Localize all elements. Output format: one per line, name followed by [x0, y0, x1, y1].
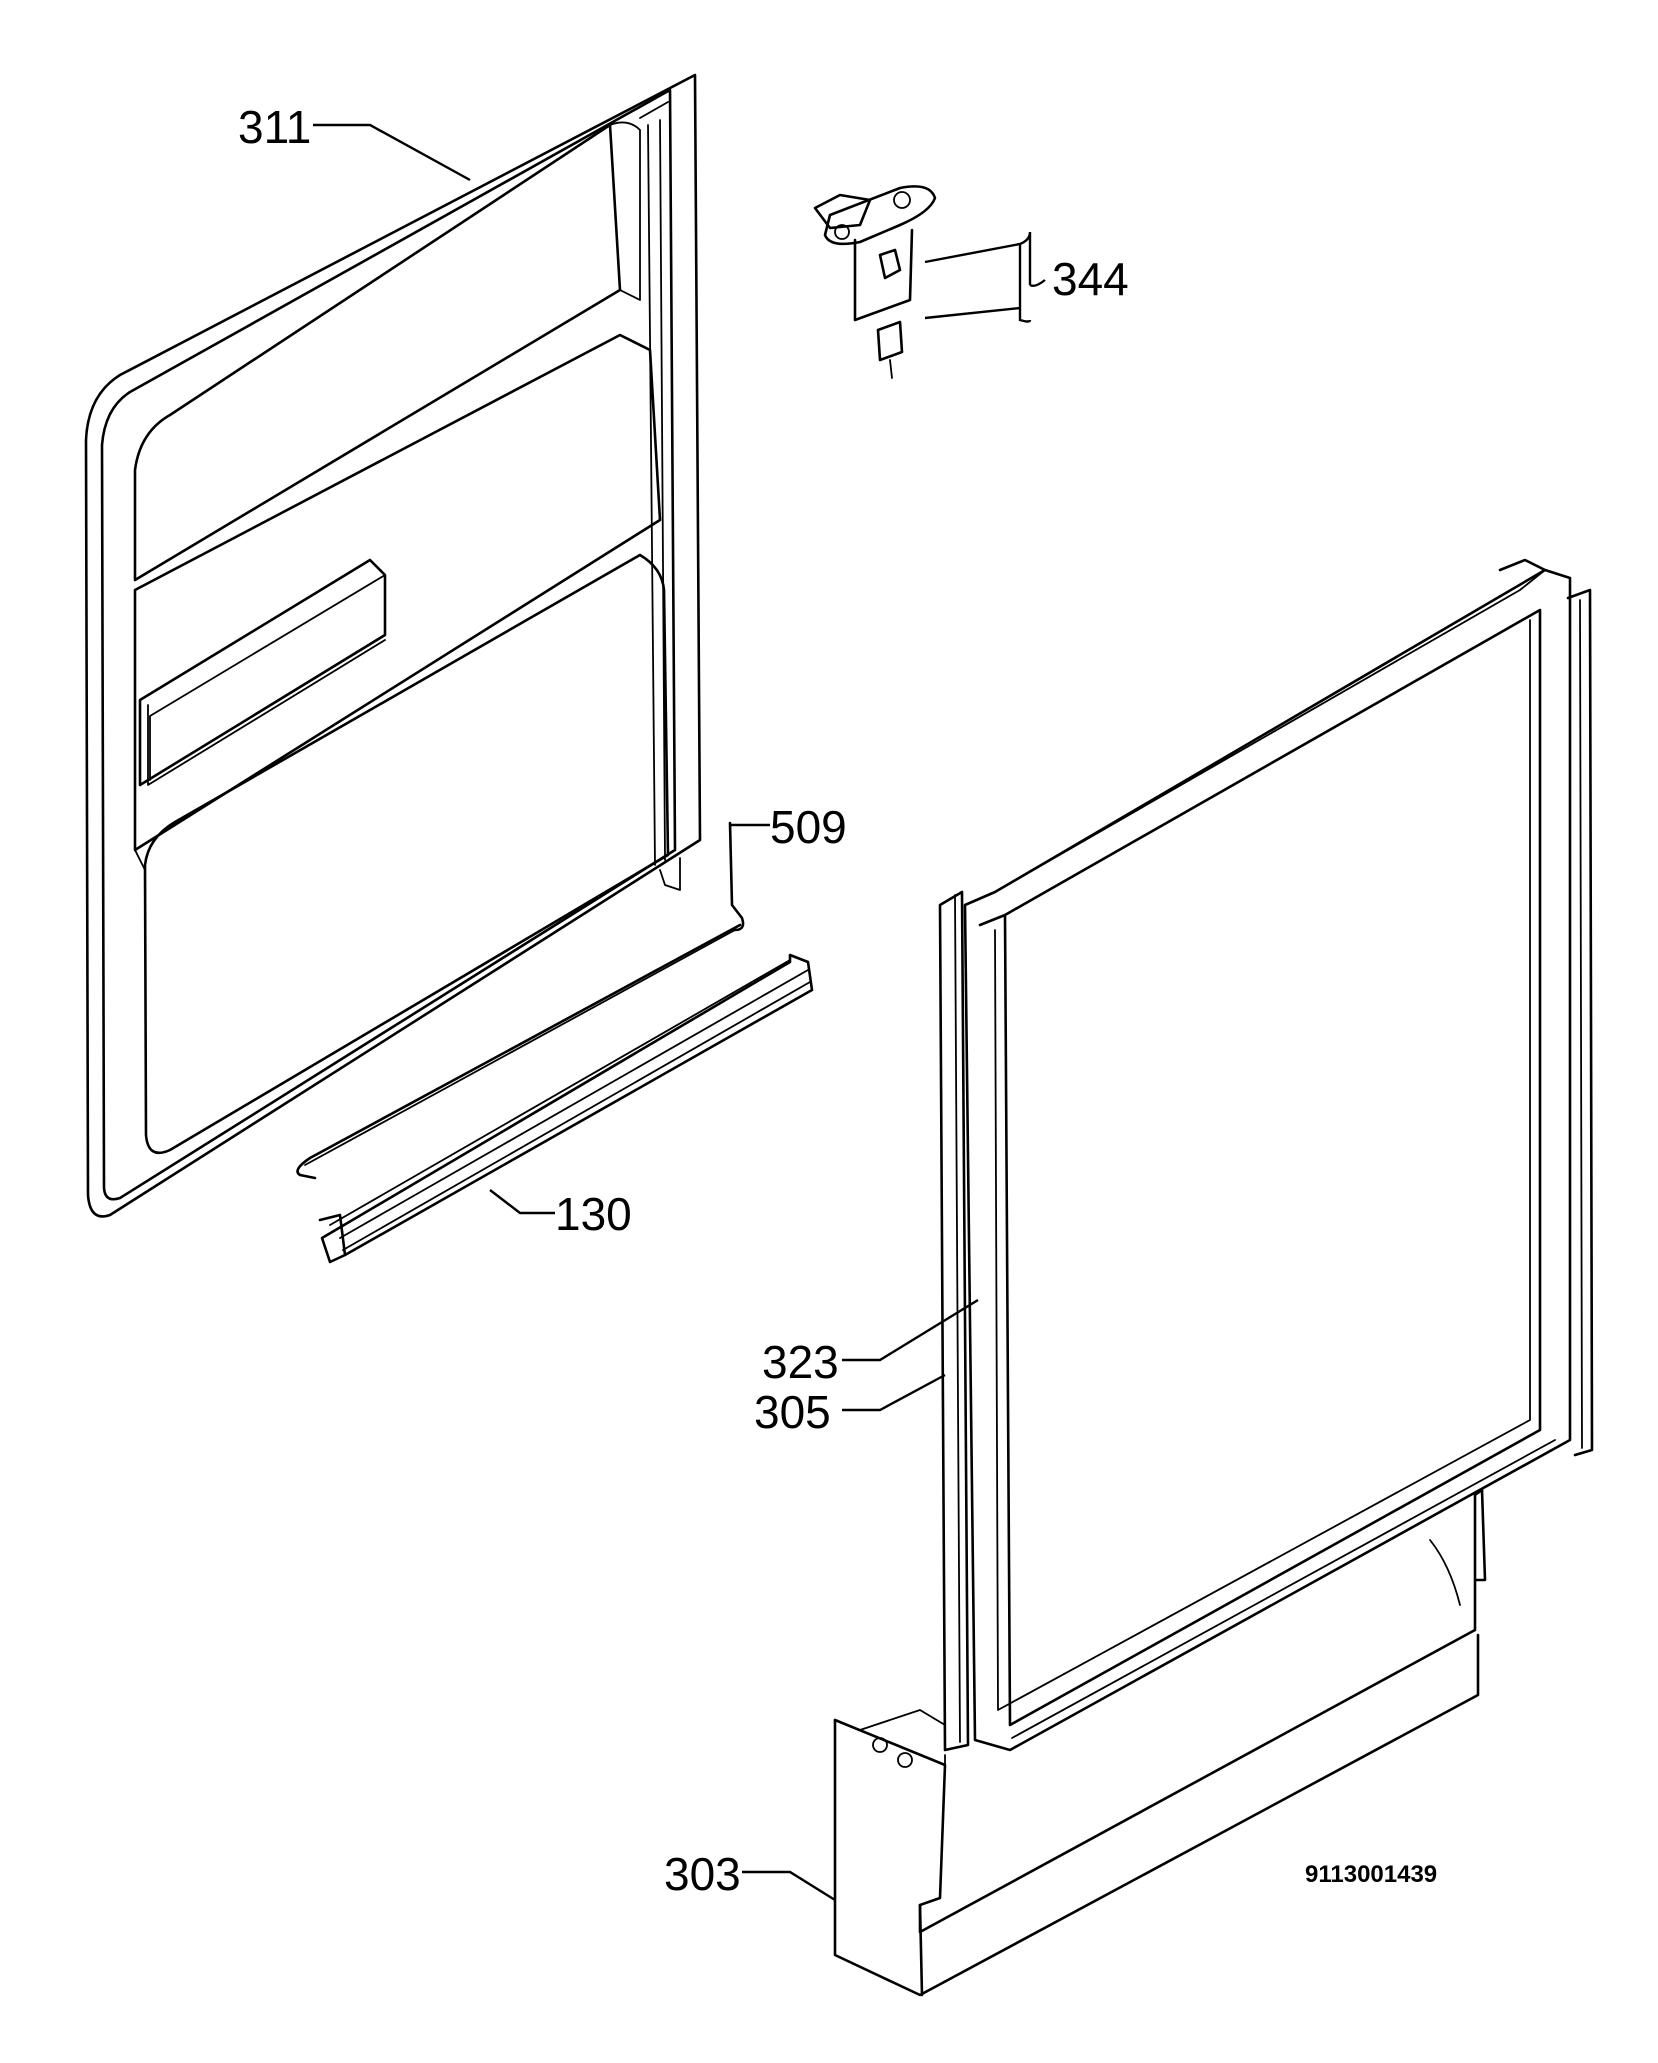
callout-344: 344 — [1052, 253, 1129, 305]
callout-323: 323 — [762, 1336, 839, 1388]
callout-305: 305 — [754, 1386, 831, 1438]
drawing-code: 9113001439 — [1305, 1861, 1437, 1888]
callout-509: 509 — [770, 801, 847, 853]
leader-323 — [842, 1298, 979, 1362]
leader-130 — [489, 1189, 555, 1215]
leader-344 — [924, 231, 1046, 323]
callout-130: 130 — [555, 1188, 632, 1240]
part-509-rod — [296, 821, 745, 1180]
leader-305 — [842, 1373, 946, 1412]
part-311-inner-door — [84, 73, 702, 1218]
part-305-outer-door — [938, 558, 1594, 1752]
part-130-seal-strip — [318, 953, 814, 1264]
part-303-kickplate — [833, 1488, 1487, 1997]
part-344-door-lock — [813, 185, 937, 379]
callout-303: 303 — [664, 1848, 741, 1900]
callout-311: 311 — [238, 101, 311, 153]
leader-303 — [742, 1870, 836, 1902]
leader-311 — [313, 123, 471, 182]
